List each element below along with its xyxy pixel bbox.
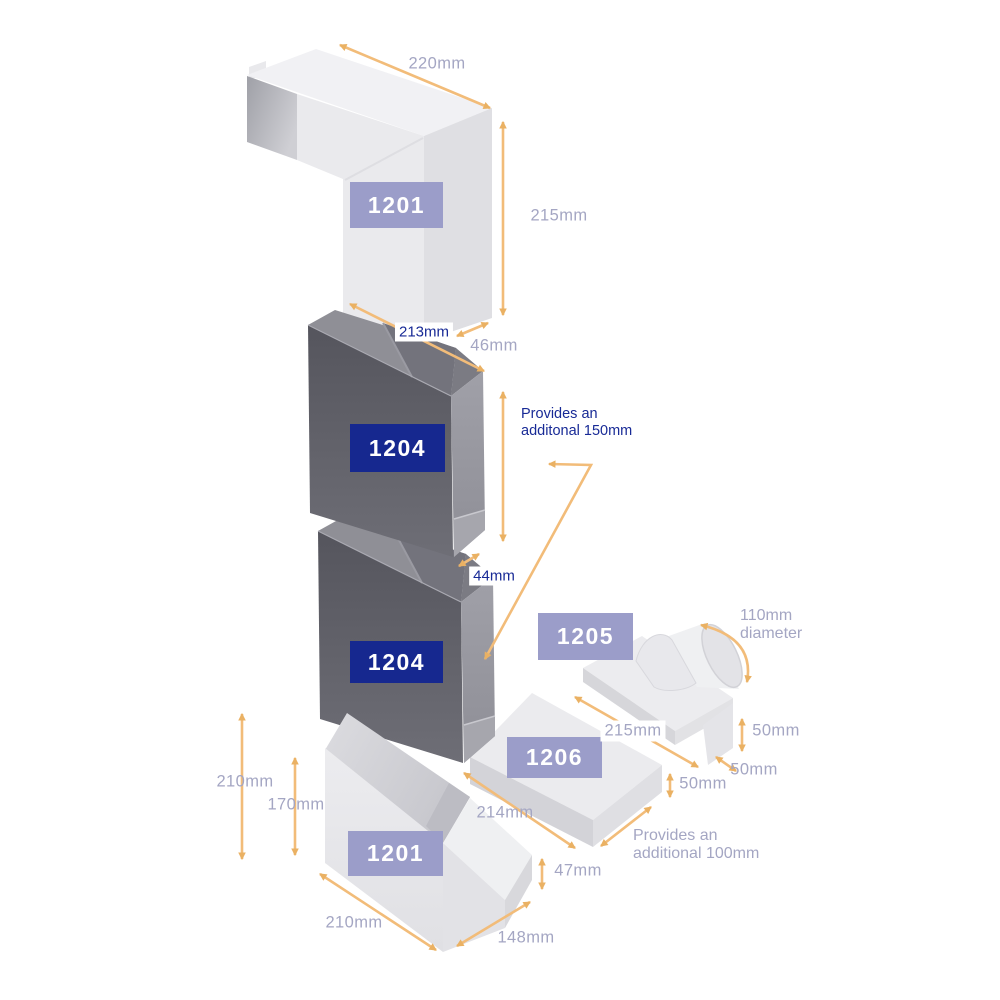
- note-100-line2: additional 100mm: [633, 844, 760, 862]
- badge-1204-lower: 1204: [350, 641, 443, 683]
- note-100-line1: Provides an: [633, 827, 718, 844]
- arrow-148mm: [456, 900, 531, 948]
- dim-110-line1: 110mm: [740, 607, 793, 624]
- dim-label-46mm: 46mm: [470, 336, 518, 355]
- badge-1201-bottom: 1201: [348, 831, 443, 876]
- dim-110-line2: diameter: [740, 624, 803, 642]
- elbow-bot-interior: [325, 713, 470, 843]
- badge-1206: 1206: [507, 737, 602, 778]
- liner2-inner-right: [393, 529, 466, 602]
- dim-label-50mm-right: 50mm: [752, 721, 800, 740]
- dim-label-214mm: 214mm: [476, 803, 534, 822]
- elbow-top-side-face: [424, 108, 492, 341]
- dim-label-44mm: 44mm: [469, 566, 519, 586]
- dim-label-47mm: 47mm: [550, 860, 606, 882]
- arrow-210mm-bottom: [319, 872, 437, 952]
- dim-label-215mm-mid: 215mm: [600, 720, 666, 742]
- dim-label-210mm-bottom: 210mm: [325, 913, 383, 932]
- arrow-insert-pointer: [483, 460, 594, 660]
- elbow-top-opening: [247, 76, 297, 160]
- dim-label-170mm: 170mm: [267, 795, 325, 814]
- arrow-44mm: [458, 552, 480, 568]
- dim-label-50mm-thickness: 50mm: [679, 774, 727, 793]
- note-additional-150mm: Provides an additonal 150mm: [521, 406, 632, 439]
- dim-label-50mm-depth: 50mm: [730, 760, 778, 779]
- elbow-bot-interior-shadow: [426, 783, 470, 843]
- liner1-sleeve: [454, 510, 485, 557]
- dim-label-148mm: 148mm: [497, 928, 555, 947]
- dim-label-215mm-top: 215mm: [530, 206, 588, 225]
- arrow-110mm-curve: [699, 622, 752, 684]
- badge-1201-top: 1201: [350, 182, 443, 228]
- dim-label-210mm-outer: 210mm: [216, 772, 274, 791]
- arrow-100mm-extension: [600, 805, 652, 848]
- dim-label-220mm: 220mm: [408, 54, 466, 73]
- adapter-dome: [635, 634, 697, 691]
- dim-label-110mm-diameter: 110mm diameter: [740, 607, 802, 643]
- note-150-line2: additonal 150mm: [521, 422, 633, 439]
- note-additional-100mm: Provides an additional 100mm: [633, 827, 759, 863]
- liner1-side-face: [451, 371, 485, 557]
- dimension-arrows: [238, 43, 752, 952]
- arrow-214mm: [463, 771, 576, 850]
- adapter-foot: [703, 703, 733, 765]
- liner2-sleeve: [464, 716, 495, 763]
- dim-label-213mm: 213mm: [394, 322, 454, 342]
- note-150-line1: Provides an: [521, 406, 598, 422]
- arrow-220mm: [339, 43, 491, 110]
- arrow-50mm-depth: [715, 755, 737, 773]
- badge-1205: 1205: [538, 613, 633, 660]
- badge-1204-upper: 1204: [350, 424, 445, 472]
